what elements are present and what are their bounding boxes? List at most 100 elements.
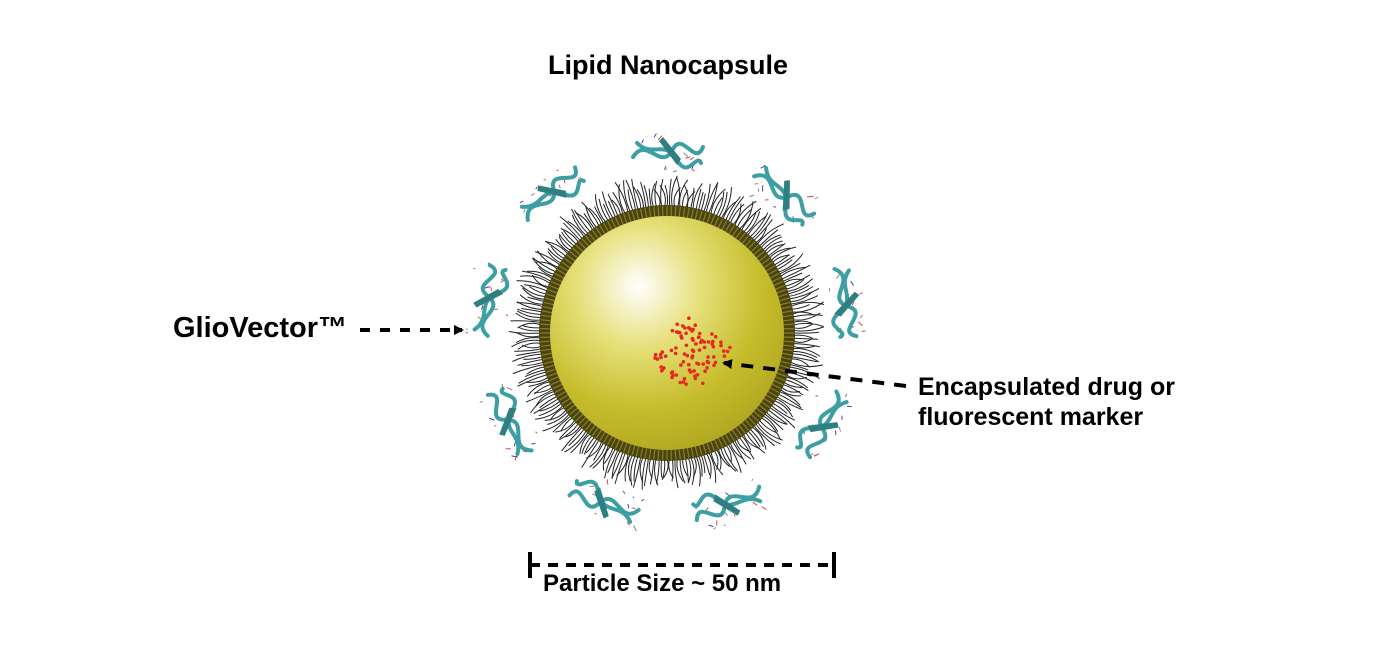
payload-dot — [719, 343, 723, 348]
peptide-atom — [579, 176, 581, 179]
lipid-tail — [722, 445, 739, 472]
lipid-head — [770, 387, 780, 394]
lipid-tail — [786, 284, 810, 295]
lipid-head — [602, 222, 610, 232]
lipid-tail — [512, 353, 543, 362]
lipid-head — [572, 247, 581, 256]
lipid-tail — [514, 348, 543, 352]
lipid-tail — [598, 198, 610, 222]
payload-dot — [728, 345, 732, 350]
payload-dot — [679, 334, 683, 338]
lipid-tail — [788, 366, 820, 380]
lipid-tail — [779, 388, 801, 397]
lipid-head — [782, 310, 793, 314]
lipid-head — [738, 424, 746, 434]
lipid-head — [544, 364, 555, 369]
lipid-tail — [571, 214, 588, 237]
peptide-atom — [626, 521, 631, 526]
lipid-head — [750, 413, 759, 422]
lipid-tail — [750, 214, 772, 240]
lipid-head — [541, 314, 552, 318]
lipid-head — [761, 257, 771, 265]
lipid-head — [698, 210, 703, 221]
lipid-tail — [542, 412, 571, 432]
lipid-head — [543, 360, 554, 365]
lipid-head — [584, 422, 593, 431]
lipid-tail — [785, 376, 809, 389]
lipid-tail — [773, 400, 794, 418]
peptide — [631, 133, 705, 173]
payload-dot — [684, 331, 688, 336]
payload-dot — [696, 335, 701, 340]
lipid-head — [765, 265, 776, 272]
lipid-head — [714, 439, 720, 450]
payload-dot — [653, 352, 658, 357]
payload-label-line2: fluorescent marker — [918, 403, 1144, 431]
lipid-tail — [547, 410, 569, 425]
payload-dot — [679, 363, 683, 367]
payload-dot — [658, 352, 663, 357]
lipid-head — [542, 306, 553, 310]
lipid-head — [747, 416, 756, 425]
lipid-tail — [775, 395, 804, 411]
peptide-ribbon — [795, 389, 849, 460]
lipid-tail — [517, 373, 549, 387]
lipid-tail — [767, 408, 788, 425]
peptide-atom — [844, 393, 848, 398]
payload-dot — [710, 342, 714, 346]
lipid-tail — [740, 207, 762, 232]
lipid-tail — [607, 193, 619, 217]
lipid-head — [779, 364, 790, 369]
lipid-tail — [564, 429, 588, 453]
lipid-tail — [538, 402, 563, 417]
lipid-head-ring — [540, 206, 794, 460]
lipid-head — [581, 419, 590, 428]
payload-dot — [673, 351, 678, 356]
lipid-head — [648, 207, 652, 218]
peptide-atom — [761, 506, 767, 511]
payload-dot — [713, 360, 718, 365]
lipid-tail — [535, 404, 564, 420]
lipid-head — [569, 407, 578, 416]
lipid-tail — [631, 179, 639, 211]
payload-dot — [705, 366, 709, 370]
lipid-tail — [746, 215, 767, 237]
lipid-head — [735, 229, 743, 239]
lipid-head — [780, 360, 791, 365]
lipid-tail — [516, 280, 550, 290]
lipid-tail — [785, 278, 813, 293]
peptide-atom — [815, 395, 819, 397]
peptide-atom — [754, 183, 759, 185]
peptide — [479, 383, 538, 461]
peptide-atom — [493, 424, 497, 427]
lipid-head — [706, 213, 711, 224]
lipid-tail — [574, 209, 592, 233]
lipid-tail — [789, 361, 823, 368]
gliovector-label: GlioVector™ — [173, 312, 348, 344]
peptide-ribbon — [519, 165, 586, 223]
peptide-atom — [861, 330, 866, 332]
lipid-head — [694, 209, 699, 220]
payload-dot — [697, 331, 702, 336]
lipid-head — [542, 356, 553, 360]
lipid-tail — [518, 371, 548, 384]
lipid-tail — [614, 451, 627, 485]
lipid-head — [750, 244, 759, 253]
lipid-tail — [625, 179, 637, 212]
payload-dot — [660, 368, 664, 373]
lipid-head — [540, 319, 551, 322]
peptide-ribbon — [567, 479, 641, 524]
lipid-tail — [705, 181, 719, 214]
lipid-head — [744, 419, 753, 428]
lipid-head — [548, 376, 559, 382]
lipid-head — [731, 227, 739, 237]
lipid-tail — [643, 457, 650, 486]
lipid-tail — [516, 302, 544, 308]
lipid-tail — [734, 439, 752, 460]
payload-dot — [682, 376, 687, 381]
lipid-head — [753, 410, 762, 419]
lipid-tail — [627, 454, 634, 482]
lipid-tail — [792, 337, 819, 340]
lipid-head — [578, 416, 587, 425]
lipid-head — [728, 224, 735, 235]
